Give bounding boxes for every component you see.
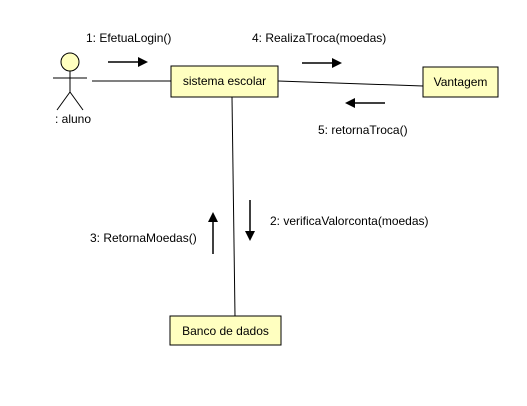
message-2-label: 2: verificaValorconta(moedas): [270, 214, 429, 228]
object-banco-de-dados[interactable]: Banco de dados: [169, 315, 282, 346]
message-4-label: 4: RealizaTroca(moedas): [252, 31, 386, 45]
object-banco-box: [169, 315, 282, 346]
link-sistema-vantagem: [277, 80, 424, 87]
object-banco-label: Banco de dados: [182, 324, 269, 338]
object-vantagem-label: Vantagem: [434, 75, 488, 89]
object-vantagem[interactable]: Vantagem: [422, 66, 499, 98]
message-1-label: 1: EfetuaLogin(): [86, 31, 171, 45]
message-5[interactable]: 5: retornaTroca(): [318, 98, 408, 137]
object-sistema-box: [170, 65, 279, 98]
message-3[interactable]: 3: RetornaMoedas(): [90, 212, 218, 254]
message-5-label: 5: retornaTroca(): [318, 123, 408, 137]
message-5-arrowhead: [345, 98, 355, 108]
message-3-label: 3: RetornaMoedas(): [90, 231, 197, 245]
object-sistema-label: sistema escolar: [183, 74, 266, 88]
actor-right-leg: [69, 91, 84, 111]
message-1-arrowhead: [138, 57, 148, 67]
message-3-arrowhead: [208, 212, 218, 222]
actor-left-leg: [56, 91, 71, 111]
message-2-arrowhead: [245, 231, 255, 241]
message-4[interactable]: 4: RealizaTroca(moedas): [252, 31, 386, 68]
link-sistema-banco: [231, 96, 236, 317]
message-2[interactable]: 2: verificaValorconta(moedas): [245, 200, 429, 241]
message-4-arrowhead: [332, 58, 342, 68]
actor-aluno[interactable]: : aluno: [53, 52, 91, 126]
actor-head: [60, 52, 80, 72]
object-vantagem-box: [422, 66, 499, 98]
actor-label: : aluno: [55, 112, 91, 126]
object-sistema-escolar[interactable]: sistema escolar: [170, 65, 279, 98]
message-1[interactable]: 1: EfetuaLogin(): [86, 31, 171, 67]
